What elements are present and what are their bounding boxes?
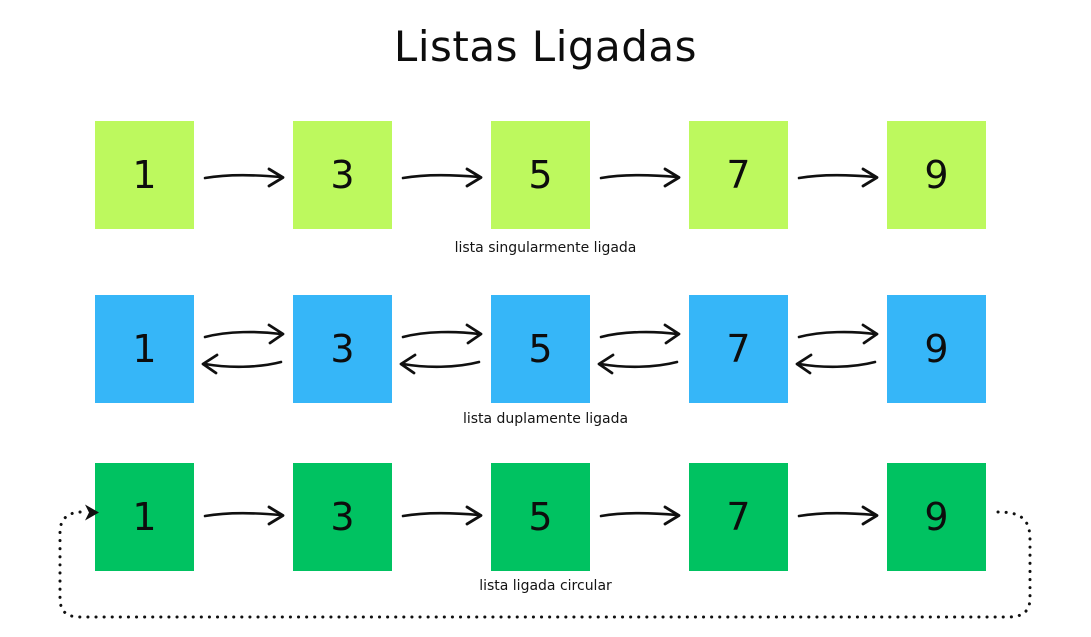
caption-circular-linked: lista ligada circular (479, 578, 612, 594)
list-item[interactable]: 1 (95, 295, 194, 403)
arrow-doubly-7-to-9 (797, 323, 879, 345)
arrow-circular-3-to-5 (401, 505, 483, 526)
caption-doubly-linked: lista duplamente ligada (462, 411, 629, 427)
list-item[interactable]: 5 (491, 121, 590, 229)
list-item[interactable]: 9 (887, 295, 986, 403)
list-item[interactable]: 7 (689, 121, 788, 229)
arrow-singly-1-to-3 (203, 167, 285, 188)
arrow-singly-5-to-7 (599, 167, 681, 188)
list-item[interactable]: 7 (689, 463, 788, 571)
list-item[interactable]: 1 (95, 463, 194, 571)
arrow-doubly-5-to-3 (399, 353, 481, 375)
arrow-singly-3-to-5 (401, 167, 483, 188)
arrow-doubly-7-to-5 (597, 353, 679, 375)
arrow-circular-1-to-3 (203, 505, 285, 526)
arrow-circular-5-to-7 (599, 505, 681, 526)
list-item[interactable]: 1 (95, 121, 194, 229)
arrow-doubly-3-to-1 (201, 353, 283, 375)
list-item[interactable]: 3 (293, 295, 392, 403)
arrow-doubly-3-to-5 (401, 323, 483, 345)
list-item[interactable]: 5 (491, 463, 590, 571)
arrow-doubly-1-to-3 (203, 323, 285, 345)
list-item[interactable]: 9 (887, 463, 986, 571)
list-item[interactable]: 3 (293, 121, 392, 229)
arrow-circular-7-to-9 (797, 505, 879, 526)
caption-singly-linked: lista singularmente ligada (454, 240, 637, 256)
list-item[interactable]: 9 (887, 121, 986, 229)
list-item[interactable]: 5 (491, 295, 590, 403)
arrow-doubly-5-to-7 (599, 323, 681, 345)
list-item[interactable]: 7 (689, 295, 788, 403)
arrow-singly-7-to-9 (797, 167, 879, 188)
list-item[interactable]: 3 (293, 463, 392, 571)
arrow-doubly-9-to-7 (795, 353, 877, 375)
page-title: Listas Ligadas (393, 22, 698, 71)
